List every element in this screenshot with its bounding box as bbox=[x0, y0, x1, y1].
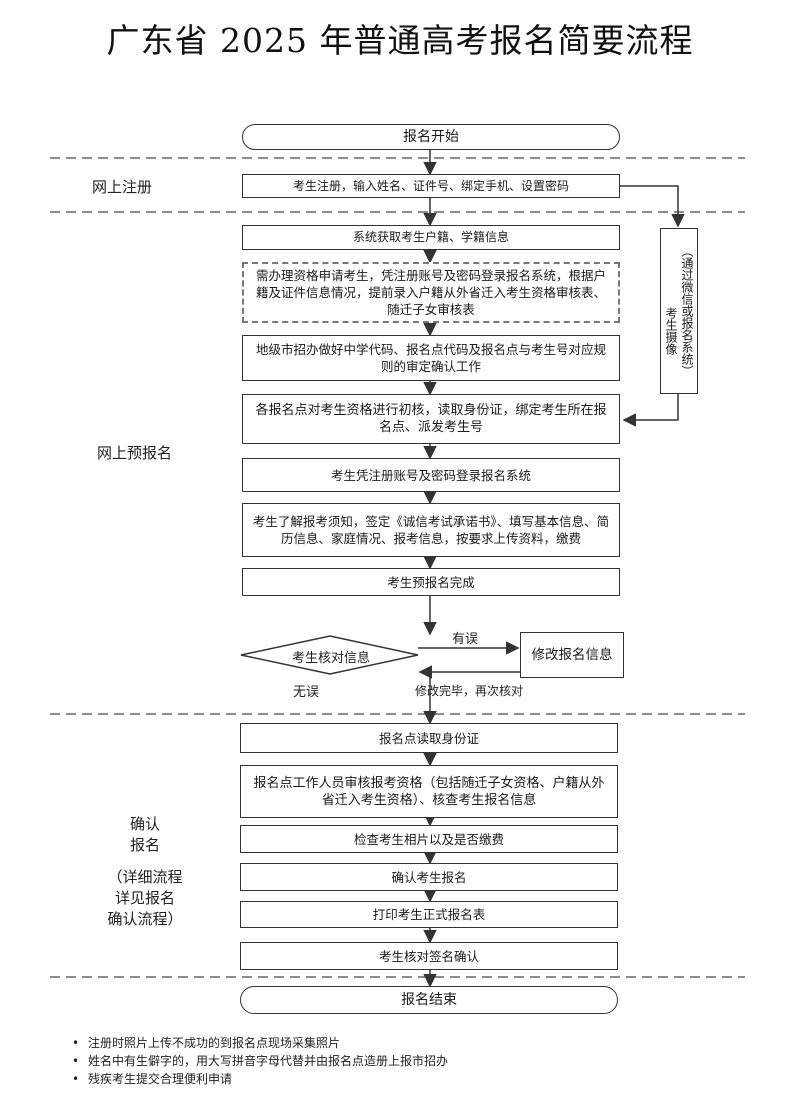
note-text: 姓名中有生僻字的，用大写拼音字母代替并由报名点造册上报市招办 bbox=[88, 1054, 449, 1068]
modify-step: 修改报名信息 bbox=[520, 632, 624, 678]
end-terminal: 报名结束 bbox=[240, 986, 618, 1014]
wechat-label: （通过微信或报名系统） bbox=[680, 245, 694, 377]
verify-diamond bbox=[240, 635, 419, 675]
photo-fee-step: 检查考生相片以及是否缴费 bbox=[240, 825, 618, 853]
no-error-label: 无误 bbox=[293, 685, 320, 700]
login-step: 考生凭注册账号及密码登录报名系统 bbox=[242, 458, 620, 492]
bullet-icon: • bbox=[72, 1072, 80, 1086]
sign-step: 考生核对签名确认 bbox=[240, 942, 618, 970]
photo-side-box: （通过微信或报名系统） 考生摄像 bbox=[660, 228, 698, 394]
error-label: 有误 bbox=[452, 632, 479, 647]
start-terminal: 报名开始 bbox=[242, 124, 620, 150]
staff-review-step: 报名点工作人员审核报考资格（包括随迁子女资格、户籍从外省迁入考生资格）、核查考生… bbox=[240, 765, 618, 818]
note-text: 注册时照片上传不成功的到报名点现场采集照片 bbox=[88, 1036, 341, 1050]
page-title: 广东省 2025 年普通高考报名简要流程 bbox=[106, 21, 694, 60]
city-office-step: 地级市招办做好中学代码、报名点代码及报名点与考生号对应规则的审定确认工作 bbox=[242, 335, 620, 381]
bullet-icon: • bbox=[72, 1036, 80, 1050]
note-text: 残疾考生提交合理便利申请 bbox=[88, 1072, 233, 1086]
recheck-label: 修改完毕，再次核对 bbox=[415, 684, 524, 698]
photo-label: 考生摄像 bbox=[664, 307, 678, 355]
confirm-reg-step: 确认考生报名 bbox=[240, 863, 618, 891]
bullet-icon: • bbox=[72, 1054, 80, 1068]
read-id-step: 报名点读取身份证 bbox=[240, 723, 618, 753]
section-online-prereg: 网上预报名 bbox=[97, 444, 173, 462]
qualification-step: 需办理资格申请考生，凭注册账号及密码登录报名系统，根据户籍及证件信息情况，提前录… bbox=[242, 262, 620, 323]
note-item: • 姓名中有生僻字的，用大写拼音字母代替并由报名点造册上报市招办 bbox=[72, 1052, 448, 1070]
section-confirm-note: （详细流程 详见报名 确认流程） bbox=[107, 868, 183, 928]
fill-info-step: 考生了解报考须知，签定《诚信考试承诺书》、填写基本信息、简历信息、家庭情况、报考… bbox=[242, 503, 620, 557]
prereg-done-step: 考生预报名完成 bbox=[242, 568, 620, 596]
initial-check-step: 各报名点对考生资格进行初核，读取身份证，绑定考生所在报名点、派发考生号 bbox=[242, 394, 620, 444]
register-step: 考生注册，输入姓名、证件号、绑定手机、设置密码 bbox=[242, 174, 620, 198]
fetch-info-step: 系统获取考生户籍、学籍信息 bbox=[242, 225, 620, 250]
footer-notes: • 注册时照片上传不成功的到报名点现场采集照片 • 姓名中有生僻字的，用大写拼音… bbox=[72, 1034, 448, 1088]
section-online-register: 网上注册 bbox=[92, 178, 153, 196]
note-item: • 残疾考生提交合理便利申请 bbox=[72, 1070, 448, 1088]
section-confirm: 确认 报名 bbox=[129, 815, 160, 854]
print-form-step: 打印考生正式报名表 bbox=[240, 901, 618, 928]
verify-label: 考生核对信息 bbox=[291, 651, 370, 666]
note-item: • 注册时照片上传不成功的到报名点现场采集照片 bbox=[72, 1034, 448, 1052]
